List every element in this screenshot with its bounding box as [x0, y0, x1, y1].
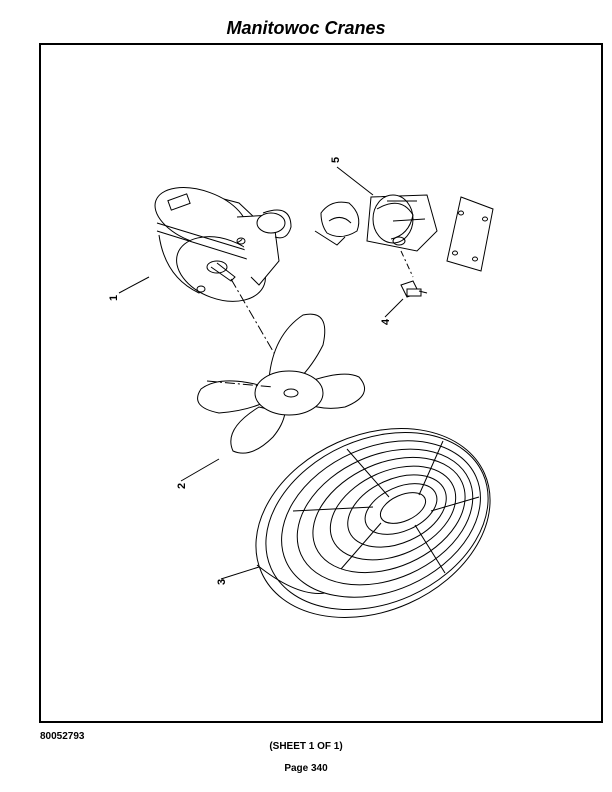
- drawing-number: 80052793: [40, 731, 85, 742]
- page-number: Page 340: [284, 763, 328, 774]
- callout-2: 2: [176, 483, 188, 489]
- drawing-frame: 1 2: [39, 43, 603, 723]
- callout-5: 5: [330, 157, 342, 163]
- fan-blade-part: [180, 313, 366, 482]
- callout-3: 3: [216, 579, 228, 585]
- fastener-knob-part: [384, 280, 428, 318]
- exploded-view-drawing: 1 2: [108, 157, 494, 618]
- callout-4: 4: [380, 318, 392, 325]
- page-title: Manitowoc Cranes: [226, 18, 386, 38]
- callout-1: 1: [108, 295, 120, 301]
- fan-motor-part: [118, 187, 292, 302]
- sheet-indicator: (SHEET 1 OF 1): [269, 741, 343, 752]
- fan-guard-part: [220, 428, 491, 618]
- mounting-bracket-part: [314, 166, 494, 278]
